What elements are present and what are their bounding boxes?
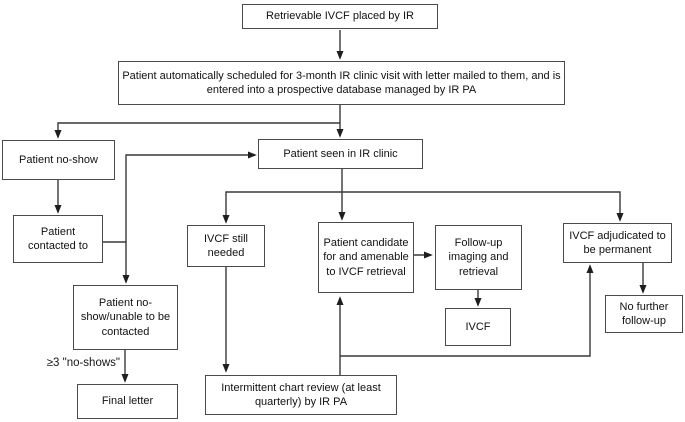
node-label: Patient contacted to <box>28 225 88 252</box>
node-label: No further follow-up <box>619 300 669 327</box>
node-patient-contacted: Patient contacted to <box>13 215 103 263</box>
node-label: Patient candidate for and amenable to IV… <box>323 237 409 278</box>
node-label: Intermittent chart review (at least quar… <box>221 381 381 408</box>
node-ivcf: IVCF <box>445 308 511 346</box>
edge-scheduled-to-noshow <box>54 122 340 139</box>
node-unable-to-contact: Patient no-show/unable to be contacted <box>73 285 178 350</box>
node-intermittent-chart-review: Intermittent chart review (at least quar… <box>205 375 397 415</box>
edge-contacted-to-seen <box>125 151 257 242</box>
node-final-letter: Final letter <box>77 384 178 419</box>
node-label: IVCF adjudicated to be permanent <box>569 229 666 256</box>
edge-review-to-adjudicated <box>340 264 594 357</box>
node-label: Patient no-show/unable to be contacted <box>80 297 171 338</box>
node-label: Patient automatically scheduled for 3-mo… <box>122 69 561 96</box>
node-retrievable-ivcf-placed: Retrievable IVCF placed by IR <box>242 4 438 29</box>
ge3-noshows-label: ≥3 "no-shows" <box>46 357 120 369</box>
node-label: Follow-up imaging and retrieval <box>448 237 509 278</box>
edge-seen-to-still-needed <box>222 191 342 224</box>
node-followup-imaging-retrieval: Follow-up imaging and retrieval <box>435 225 522 290</box>
node-patient-scheduled: Patient automatically scheduled for 3-mo… <box>118 61 565 105</box>
node-candidate-for-retrieval: Patient candidate for and amenable to IV… <box>318 222 414 293</box>
node-label: IVCF <box>465 320 491 333</box>
edge-seen-to-adjudicated <box>342 191 624 222</box>
node-label: IVCF still needed <box>204 232 248 259</box>
node-label: Patient no-show <box>19 153 98 166</box>
node-patient-no-show: Patient no-show <box>2 140 115 180</box>
node-label: Retrievable IVCF placed by IR <box>266 10 414 23</box>
node-no-further-followup: No further follow-up <box>605 295 683 333</box>
node-patient-seen-in-clinic: Patient seen in IR clinic <box>258 139 423 169</box>
node-label: Patient seen in IR clinic <box>283 147 398 160</box>
node-ivcf-still-needed: IVCF still needed <box>187 225 265 267</box>
node-label: Final letter <box>101 395 154 408</box>
edge-contacted-to-unable <box>103 241 130 284</box>
node-adjudicated-permanent: IVCF adjudicated to be permanent <box>563 223 672 263</box>
